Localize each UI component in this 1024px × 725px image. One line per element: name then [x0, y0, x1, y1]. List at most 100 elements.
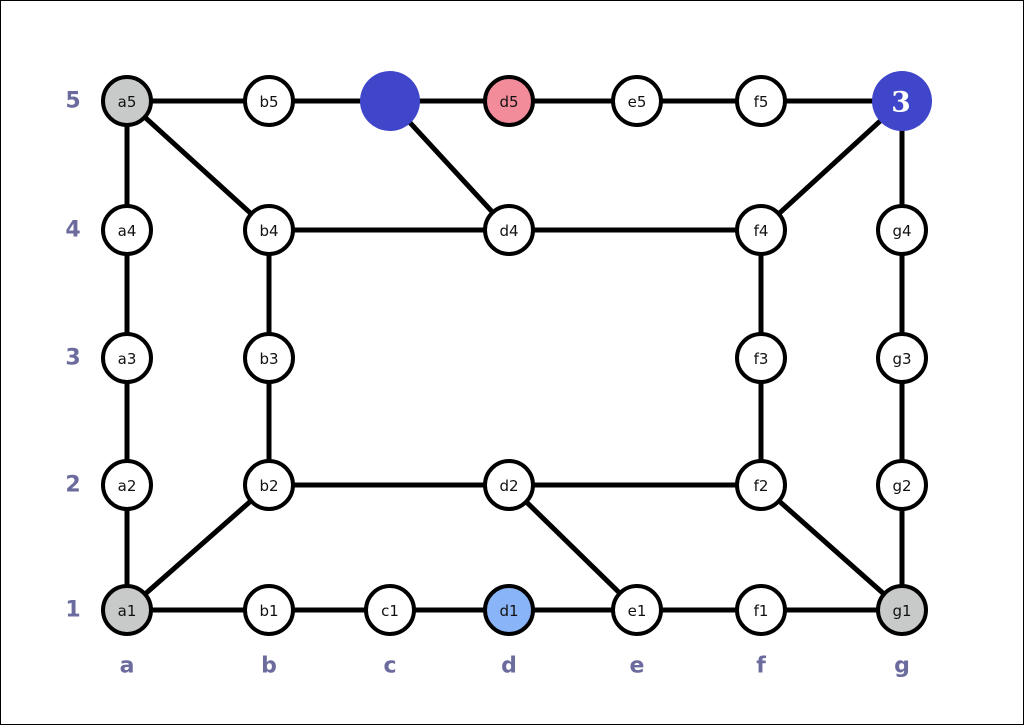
edge-b2-a1	[124, 482, 272, 613]
node-d4[interactable]: d4	[483, 204, 535, 256]
node-a4[interactable]: a4	[101, 204, 153, 256]
node-d5-label: d5	[499, 93, 518, 111]
node-e1[interactable]: e1	[611, 584, 663, 636]
column-label-f: f	[756, 654, 766, 679]
node-d5[interactable]: d5	[483, 75, 535, 127]
column-label-d: d	[501, 654, 517, 679]
node-d1-label: d1	[499, 602, 518, 620]
node-a2-label: a2	[118, 477, 137, 495]
node-b4-label: b4	[259, 222, 278, 240]
node-f1[interactable]: f1	[735, 584, 787, 636]
node-f2-circle	[735, 459, 787, 511]
node-f3[interactable]: f3	[735, 332, 787, 384]
column-label-c: c	[383, 654, 396, 679]
node-b3-label: b3	[259, 350, 278, 368]
node-b2[interactable]: b2	[243, 459, 295, 511]
node-e1-circle	[611, 584, 663, 636]
node-f2-label: f2	[754, 477, 769, 495]
node-d5-circle	[483, 75, 535, 127]
node-d2[interactable]: d2	[483, 459, 535, 511]
token-c5-circle	[360, 71, 420, 131]
node-d1[interactable]: d1	[483, 584, 535, 636]
edge-a5-b4	[124, 98, 272, 233]
node-b3[interactable]: b3	[243, 332, 295, 384]
row-label-2: 2	[65, 473, 80, 498]
node-g4-label: g4	[892, 222, 911, 240]
node-d2-circle	[483, 459, 535, 511]
tokens-layer: 3	[360, 71, 932, 131]
node-a4-circle	[101, 204, 153, 256]
row-label-1: 1	[65, 598, 80, 623]
node-e5-label: e5	[628, 93, 647, 111]
token-g5-label: 3	[891, 86, 910, 119]
node-g3[interactable]: g3	[876, 332, 928, 384]
edge-f2-g1	[758, 482, 905, 613]
node-a5-label: a5	[118, 93, 137, 111]
node-c1[interactable]: c1	[364, 584, 416, 636]
node-f5-label: f5	[754, 93, 769, 111]
node-a5[interactable]: a5	[101, 75, 153, 127]
token-g5[interactable]: 3	[872, 71, 932, 131]
node-f3-label: f3	[754, 350, 769, 368]
node-b2-label: b2	[259, 477, 278, 495]
edge-g5-f4	[758, 98, 905, 233]
node-a2-circle	[101, 459, 153, 511]
node-f5[interactable]: f5	[735, 75, 787, 127]
node-g1-label: g1	[892, 602, 911, 620]
node-f5-circle	[735, 75, 787, 127]
node-b5-circle	[243, 75, 295, 127]
column-label-b: b	[261, 654, 277, 679]
node-a4-label: a4	[118, 222, 137, 240]
column-label-a: a	[120, 654, 135, 679]
node-d4-label: d4	[499, 222, 518, 240]
nodes-layer: a1 b1 c1 d1 e1 f1 g1 a2 b2 d2 f2 g2 a3 b3 f3 g3 a4 b4 d4 f4…	[101, 75, 928, 636]
node-a2[interactable]: a2	[101, 459, 153, 511]
node-b4[interactable]: b4	[243, 204, 295, 256]
node-c1-circle	[364, 584, 416, 636]
node-f4-circle	[735, 204, 787, 256]
column-label-e: e	[630, 654, 645, 679]
node-a3[interactable]: a3	[101, 332, 153, 384]
node-g3-label: g3	[892, 350, 911, 368]
node-b1-circle	[243, 584, 295, 636]
node-e5[interactable]: e5	[611, 75, 663, 127]
node-f2[interactable]: f2	[735, 459, 787, 511]
node-e1-label: e1	[628, 602, 647, 620]
node-a1-label: a1	[118, 602, 137, 620]
node-g2[interactable]: g2	[876, 459, 928, 511]
node-b2-circle	[243, 459, 295, 511]
node-d2-label: d2	[499, 477, 518, 495]
node-a3-label: a3	[118, 350, 137, 368]
node-g1-circle	[876, 584, 928, 636]
row-label-3: 3	[65, 346, 80, 371]
node-g4[interactable]: g4	[876, 204, 928, 256]
node-b1[interactable]: b1	[243, 584, 295, 636]
node-a3-circle	[101, 332, 153, 384]
node-b3-circle	[243, 332, 295, 384]
node-d4-circle	[483, 204, 535, 256]
node-c1-label: c1	[381, 602, 399, 620]
node-b1-label: b1	[259, 602, 278, 620]
node-g2-label: g2	[892, 477, 911, 495]
node-g1[interactable]: g1	[876, 584, 928, 636]
node-b4-circle	[243, 204, 295, 256]
node-b5-label: b5	[259, 93, 278, 111]
node-a1[interactable]: a1	[101, 584, 153, 636]
node-a5-circle	[101, 75, 153, 127]
row-label-4: 4	[65, 218, 80, 243]
node-e5-circle	[611, 75, 663, 127]
node-g4-circle	[876, 204, 928, 256]
column-label-g: g	[894, 654, 910, 679]
token-c5[interactable]	[360, 71, 420, 131]
row-label-5: 5	[65, 89, 80, 114]
node-g3-circle	[876, 332, 928, 384]
node-f4-label: f4	[754, 222, 769, 240]
node-f1-circle	[735, 584, 787, 636]
node-b5[interactable]: b5	[243, 75, 295, 127]
node-f4[interactable]: f4	[735, 204, 787, 256]
node-g2-circle	[876, 459, 928, 511]
edge-d2-e1	[506, 482, 640, 613]
token-g5-circle	[872, 71, 932, 131]
